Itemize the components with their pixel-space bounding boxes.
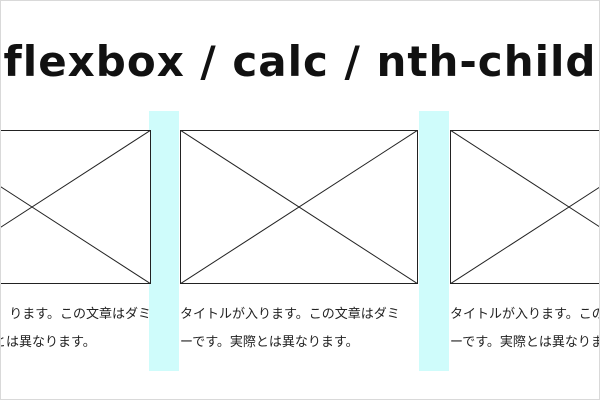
card-1-caption-line1: ります。この文章はダミ bbox=[9, 307, 151, 322]
image-placeholder-icon bbox=[1, 130, 151, 284]
gutter-highlight-1 bbox=[149, 111, 179, 371]
card-2-caption-line2: ーです。実際とは異なります。 bbox=[180, 335, 359, 350]
card-2: タイトルが入ります。この文章はダミ ーです。実際とは異なります。 bbox=[180, 130, 418, 357]
card-3-caption-line2: ーです。実際とは異なります。 bbox=[450, 335, 599, 350]
image-placeholder-icon bbox=[450, 130, 599, 284]
card-3-caption-line1: タイトルが入ります。この文章はダミ bbox=[450, 307, 600, 322]
card-3-caption: タイトルが入ります。この文章はダミ ーです。実際とは異なります。 bbox=[450, 301, 600, 357]
card-2-caption: タイトルが入ります。この文章はダミ ーです。実際とは異なります。 bbox=[180, 301, 418, 357]
card-2-caption-line1: タイトルが入ります。この文章はダミ bbox=[180, 307, 400, 322]
card-1: ります。この文章はダミ とは異なります。 bbox=[0, 130, 151, 357]
card-3: タイトルが入ります。この文章はダミ ーです。実際とは異なります。 bbox=[450, 130, 600, 357]
card-1-caption: ります。この文章はダミ とは異なります。 bbox=[0, 301, 151, 357]
card-1-caption-line2: とは異なります。 bbox=[0, 335, 96, 350]
image-placeholder-icon bbox=[180, 130, 418, 284]
banner-title: flexbox / calc / nth-child bbox=[3, 37, 597, 86]
gutter-highlight-2 bbox=[419, 111, 449, 371]
